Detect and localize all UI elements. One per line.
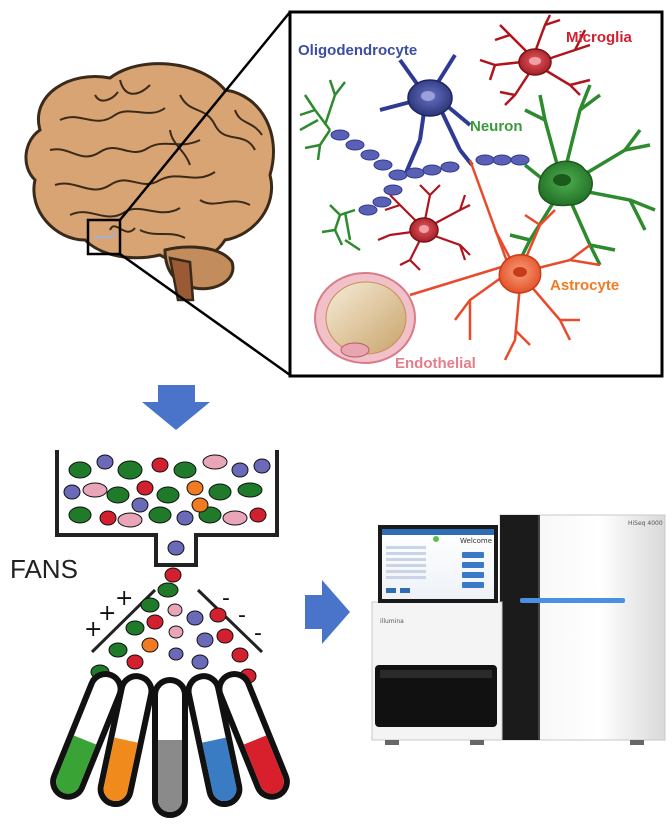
plus-sign-1: + — [115, 586, 133, 611]
right-arrow — [305, 580, 350, 644]
tube-blue — [185, 673, 243, 808]
screen-title: Welcome — [460, 537, 492, 545]
tube-green — [50, 671, 124, 800]
sorted-nuclei-streams — [90, 597, 257, 684]
label-endothelial: Endothelial — [395, 355, 476, 372]
sequencer-machine: HiSeq 4000 illumina Welcome — [371, 514, 666, 745]
sequencer-brand: illumina — [380, 618, 404, 625]
label-microglia: Microglia — [566, 29, 633, 46]
endothelial-cell — [314, 272, 416, 364]
plus-sign-3: + — [84, 617, 102, 642]
oligodendrocyte-cell — [330, 53, 530, 216]
zoom-lines — [119, 11, 291, 377]
collection-tubes — [50, 671, 290, 818]
cell-types-panel: Oligodendrocyte Microglia Neuron Astrocy… — [288, 10, 664, 378]
microglia-cell-top — [479, 14, 591, 106]
charge-signs: + + + - - - — [84, 586, 262, 646]
neuron-dendrites — [299, 79, 361, 252]
minus-sign-3: - — [254, 621, 262, 646]
microglia-cell-mid — [377, 184, 471, 271]
tube-gray — [152, 677, 188, 818]
label-astrocyte: Astrocyte — [550, 277, 619, 294]
nuclei-mixture — [63, 454, 271, 598]
fans-sorter-funnel — [55, 450, 279, 598]
fans-label: FANS — [10, 554, 78, 584]
astrocyte-cell — [409, 159, 601, 361]
plus-sign-2: + — [98, 601, 116, 626]
label-oligodendrocyte: Oligodendrocyte — [298, 42, 417, 59]
label-neuron: Neuron — [470, 118, 523, 135]
tube-orange — [97, 673, 155, 808]
minus-sign-2: - — [238, 603, 246, 628]
brain-inset-box — [86, 218, 122, 256]
sequencer-model: HiSeq 4000 — [628, 520, 663, 527]
tube-red — [216, 671, 290, 800]
minus-sign-1: - — [222, 586, 230, 611]
down-arrow — [142, 385, 210, 430]
